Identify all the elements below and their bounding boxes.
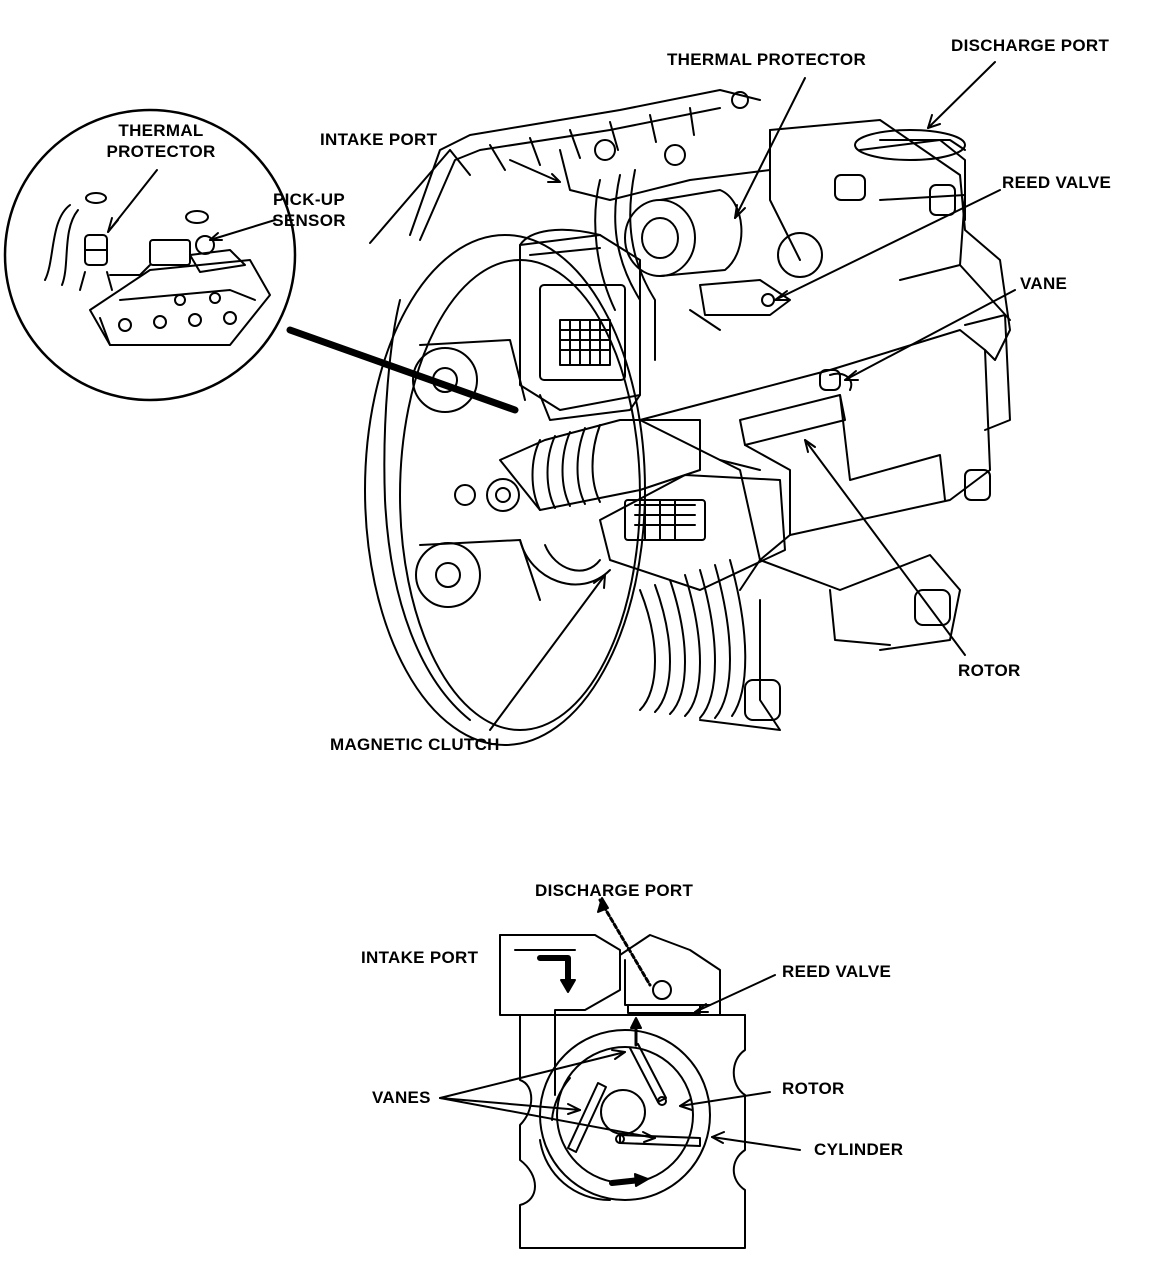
label-rotor: ROTOR bbox=[958, 661, 1021, 680]
label-bottom-intake-port: INTAKE PORT bbox=[361, 948, 479, 967]
cross-section bbox=[499, 897, 746, 1249]
label-bottom-rotor: ROTOR bbox=[782, 1079, 845, 1098]
label-discharge-port: DISCHARGE PORT bbox=[951, 36, 1110, 55]
label-reed-valve: REED VALVE bbox=[1002, 173, 1112, 192]
inset-detail bbox=[3, 108, 519, 414]
label-intake-port: INTAKE PORT bbox=[320, 130, 438, 149]
label-bottom-cylinder: CYLINDER bbox=[814, 1140, 904, 1159]
label-bottom-reed-valve: REED VALVE bbox=[782, 962, 892, 981]
label-magnetic-clutch: MAGNETIC CLUTCH bbox=[330, 735, 500, 754]
label-bottom-vanes: VANES bbox=[372, 1088, 431, 1107]
label-thermal-protector-inset: THERMAL PROTECTOR bbox=[106, 121, 216, 161]
label-thermal-protector: THERMAL PROTECTOR bbox=[667, 50, 867, 69]
label-pickup-sensor: PICK-UP SENSOR bbox=[272, 190, 346, 230]
compressor-body bbox=[364, 89, 1011, 746]
top-leader-lines bbox=[107, 61, 1016, 731]
label-vane: VANE bbox=[1020, 274, 1068, 293]
bottom-leader-lines bbox=[439, 974, 801, 1151]
label-bottom-discharge-port: DISCHARGE PORT bbox=[535, 881, 694, 900]
